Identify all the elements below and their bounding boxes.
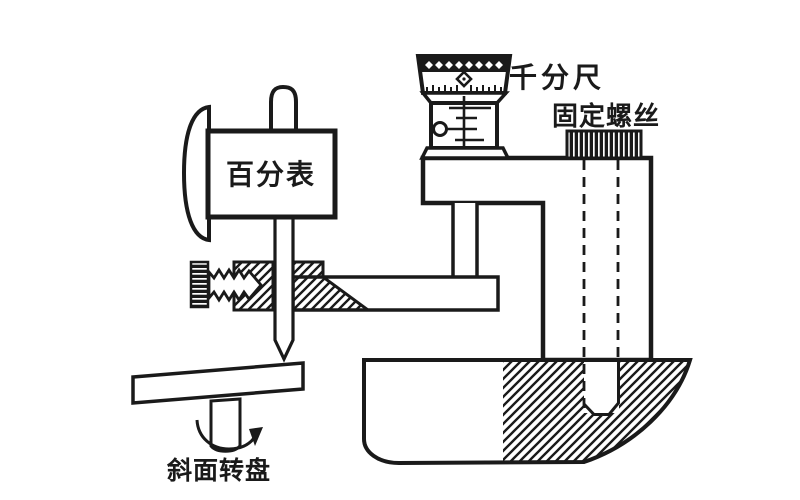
label-inclined-turntable: 斜面转盘 xyxy=(166,456,271,485)
inclined-plate xyxy=(131,361,305,405)
sleeve-reference-lines xyxy=(447,96,491,147)
dial-body xyxy=(205,128,338,220)
fixing-screw: 固定螺丝 xyxy=(552,101,660,160)
micrometer-spindle xyxy=(451,203,479,278)
base xyxy=(362,358,693,466)
thumbscrew-knurled-head xyxy=(189,260,210,309)
sleeve-lock-screw xyxy=(432,121,448,137)
inclined-turntable: 斜面转盘 xyxy=(131,361,305,485)
dial-back-cap xyxy=(181,104,211,243)
dial-spindle xyxy=(273,217,295,363)
clamp-thumbscrew xyxy=(189,260,263,309)
label-micrometer: 千分尺 xyxy=(509,61,605,94)
fixing-screw-knurled-head xyxy=(565,129,643,160)
label-fixing-screw: 固定螺丝 xyxy=(552,101,660,132)
thumbscrew-thread xyxy=(207,267,263,303)
dial-top-stem xyxy=(269,84,298,131)
label-dial-indicator: 百分表 xyxy=(226,158,316,191)
micrometer-head: 千分尺 xyxy=(415,54,605,160)
micrometer-flange xyxy=(419,146,511,160)
rotation-arrow-head xyxy=(249,427,263,446)
screw-hole xyxy=(582,359,620,416)
rotation-arrow xyxy=(195,419,260,451)
hidden-screw-dashed-lines xyxy=(582,160,620,410)
dial-indicator: 百分表 xyxy=(181,84,338,363)
micrometer-ratchet-knurl xyxy=(420,58,508,72)
turntable-shaft xyxy=(209,397,242,453)
